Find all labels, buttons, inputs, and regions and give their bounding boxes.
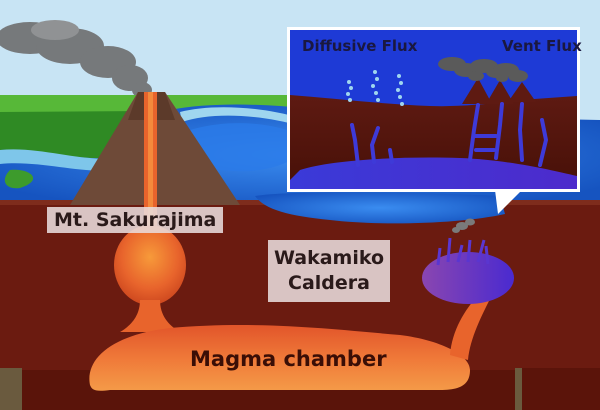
kagoshima-bay (255, 192, 505, 224)
coast-left (0, 149, 115, 171)
caldera-label-line2: Caldera (288, 272, 370, 294)
inset-panel (287, 27, 580, 214)
magma-conduit-core (148, 92, 153, 252)
caldera-label: Wakamiko Caldera (268, 240, 390, 302)
caldera-gas (452, 218, 475, 233)
small-island (4, 169, 34, 189)
magma-chamber-label: Magma chamber (190, 347, 387, 371)
vent-flux-label: Vent Flux (502, 37, 582, 55)
edge-right-inner (522, 368, 600, 410)
caldera-fissures (436, 237, 490, 266)
reservoir-neck (120, 300, 180, 332)
inset-fissures (350, 102, 549, 167)
diffusive-bubbles (346, 70, 404, 106)
caldera-label-line1: Wakamiko (273, 247, 385, 269)
magma-chamber (89, 325, 470, 391)
volcano-label: Mt. Sakurajima (47, 207, 224, 233)
shallow-reservoir (114, 225, 186, 305)
vent-cone-3 (508, 82, 536, 102)
vent-plumes (438, 57, 528, 82)
inset-magma (290, 157, 577, 189)
caldera-magma (422, 252, 514, 304)
sea-shallow (188, 123, 310, 172)
edge-left (0, 368, 22, 410)
diffusive-flux-label: Diffusive Flux (302, 37, 418, 55)
coast-right (180, 107, 300, 126)
vent-cone-2 (486, 80, 514, 104)
inset-pointer (495, 190, 522, 214)
vent-cone-1 (462, 78, 492, 104)
caldera-conduit (450, 295, 492, 360)
